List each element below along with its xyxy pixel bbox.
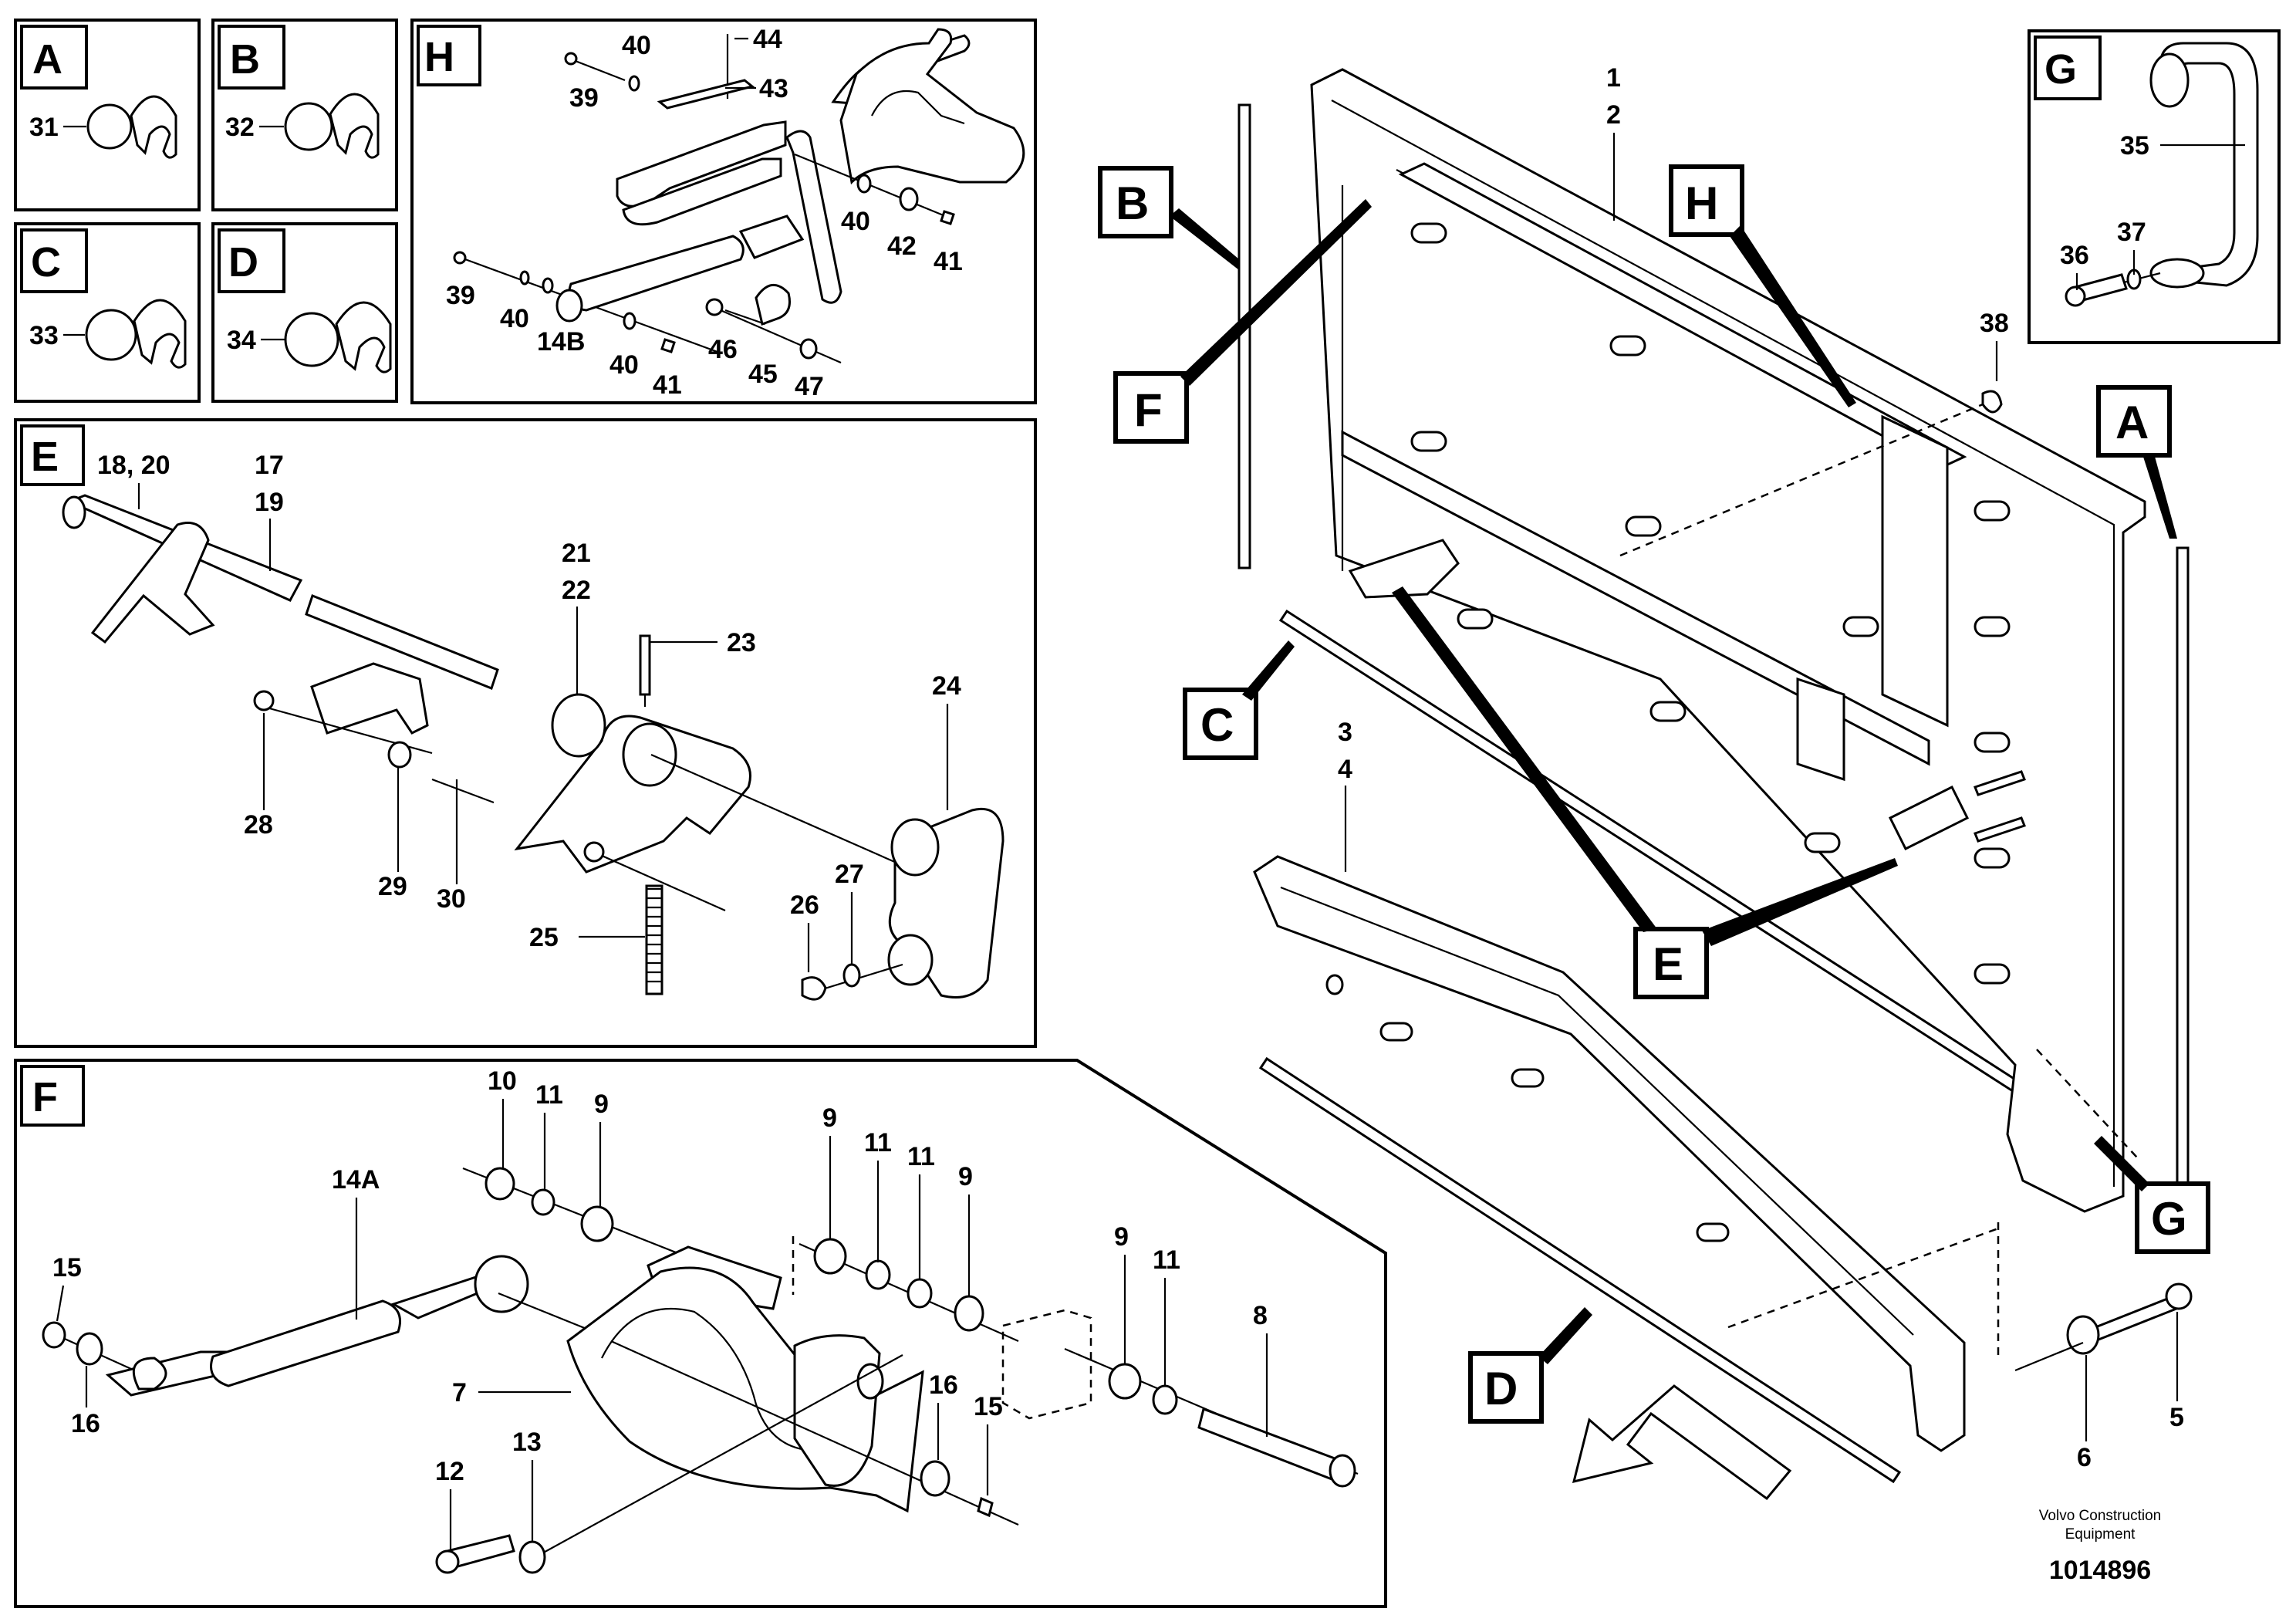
part-38-label: 38 — [1980, 309, 2009, 338]
part-23-label: 23 — [727, 628, 756, 657]
panel-e: E 18, 20 17 19 21 — [14, 418, 1037, 1048]
part-13-label: 13 — [512, 1428, 542, 1457]
callout-d: D — [1468, 1307, 1592, 1424]
part-9-label-3: 9 — [958, 1162, 973, 1191]
part-25-label: 25 — [529, 923, 559, 952]
clip-panel-c-letter: C — [31, 239, 61, 286]
part-6-label: 6 — [2077, 1443, 2092, 1472]
part-33-label: 33 — [29, 321, 59, 350]
part-19-label: 19 — [255, 488, 284, 517]
part-27-label: 27 — [835, 860, 864, 889]
part-11-label: 11 — [535, 1080, 563, 1110]
footer: Volvo Construction Equipment 1014896 — [2039, 1508, 2161, 1585]
part-40-label-2: 40 — [841, 207, 870, 236]
part-3-label: 3 — [1338, 718, 1352, 747]
svg-text:C: C — [1200, 699, 1234, 751]
part-40-label-4: 40 — [609, 350, 639, 380]
part-10-label: 10 — [488, 1066, 517, 1096]
callout-f: F — [1113, 199, 1372, 444]
clip-panel-d: D 34 — [211, 222, 398, 403]
part-9-label-2: 9 — [822, 1103, 837, 1133]
callout-a: A — [2096, 385, 2177, 539]
part-7-label: 7 — [452, 1378, 467, 1407]
clip-panel-b-letter: B — [230, 36, 260, 83]
part-42-label: 42 — [887, 231, 917, 261]
part-11-label-4: 11 — [1153, 1245, 1180, 1275]
part-36-label: 36 — [2060, 241, 2089, 270]
part-40-label-3: 40 — [500, 304, 529, 333]
clip-panel-c: C 33 — [14, 222, 201, 403]
part-37-label: 37 — [2117, 218, 2146, 247]
part-41-label: 41 — [934, 247, 963, 276]
svg-text:A: A — [2115, 397, 2149, 448]
callout-c: C — [1183, 640, 1295, 760]
credit-line-1: Volvo Construction — [2039, 1508, 2161, 1524]
panel-g-letter: G — [2044, 46, 2077, 93]
panel-f-letter: F — [32, 1074, 58, 1120]
main-assembly: 1 2 38 3 4 5 6 B F H A — [1098, 63, 2210, 1501]
callout-b: B — [1098, 166, 1239, 270]
panel-e-letter: E — [31, 434, 59, 480]
clip-panel-a: A 31 — [14, 19, 201, 211]
part-16-label-2: 16 — [929, 1370, 958, 1400]
svg-text:B: B — [1116, 177, 1149, 229]
part-39-label-2: 39 — [446, 281, 475, 310]
part-8-label: 8 — [1253, 1301, 1268, 1330]
clip-panel-a-letter: A — [32, 36, 62, 83]
part-15-label-2: 15 — [974, 1392, 1003, 1421]
part-1-label: 1 — [1606, 63, 1621, 93]
panel-f: F — [14, 1059, 1387, 1608]
part-35-label: 35 — [2120, 131, 2149, 161]
credit-line-2: Equipment — [2065, 1526, 2136, 1543]
part-34-label: 34 — [227, 326, 256, 355]
panel-h: H 40 39 — [410, 19, 1037, 404]
part-29-label: 29 — [378, 872, 407, 901]
part-11-label-2: 11 — [864, 1128, 892, 1157]
part-14b-label: 14B — [537, 327, 585, 357]
callout-g: G — [2094, 1136, 2210, 1254]
part-40-label: 40 — [622, 31, 651, 60]
svg-text:G: G — [2151, 1193, 2187, 1245]
part-30-label: 30 — [437, 884, 466, 914]
part-32-label: 32 — [225, 113, 255, 142]
direction-arrow — [1572, 1384, 1792, 1501]
svg-text:E: E — [1653, 938, 1683, 990]
part-31-label: 31 — [29, 113, 59, 142]
panel-g: G 35 36 37 — [2028, 29, 2281, 344]
svg-text:H: H — [1685, 177, 1718, 229]
part-15-label: 15 — [52, 1253, 82, 1282]
part-26-label: 26 — [790, 890, 819, 920]
svg-text:F: F — [1134, 384, 1163, 436]
part-2-label: 2 — [1606, 100, 1621, 130]
part-14a-label: 14A — [332, 1165, 380, 1195]
clip-panel-d-letter: D — [228, 239, 258, 286]
callout-e: E — [1392, 586, 1898, 999]
part-18-20-label: 18, 20 — [97, 451, 171, 480]
part-12-label: 12 — [435, 1457, 464, 1486]
part-9-label-4: 9 — [1114, 1222, 1129, 1252]
part-9-label: 9 — [594, 1090, 609, 1119]
clip-panel-b: B 32 — [211, 19, 398, 211]
part-4-label: 4 — [1338, 755, 1352, 784]
part-41-label-2: 41 — [653, 370, 682, 400]
part-28-label: 28 — [244, 810, 273, 840]
part-11-label-3: 11 — [907, 1142, 935, 1171]
part-39-label: 39 — [569, 83, 599, 113]
part-16-label: 16 — [71, 1409, 100, 1438]
part-44-label: 44 — [753, 25, 782, 54]
panel-h-letter: H — [424, 34, 454, 80]
callout-h: H — [1669, 164, 1856, 407]
part-45-label: 45 — [748, 360, 778, 389]
part-17-label: 17 — [255, 451, 284, 480]
part-5-label: 5 — [2169, 1403, 2184, 1432]
part-22-label: 22 — [562, 576, 591, 605]
part-43-label: 43 — [759, 74, 788, 103]
svg-text:D: D — [1484, 1363, 1518, 1414]
part-21-label: 21 — [562, 539, 591, 568]
part-46-label: 46 — [708, 335, 738, 364]
part-47-label: 47 — [795, 372, 824, 401]
document-number: 1014896 — [2049, 1556, 2151, 1585]
part-24-label: 24 — [932, 671, 961, 701]
